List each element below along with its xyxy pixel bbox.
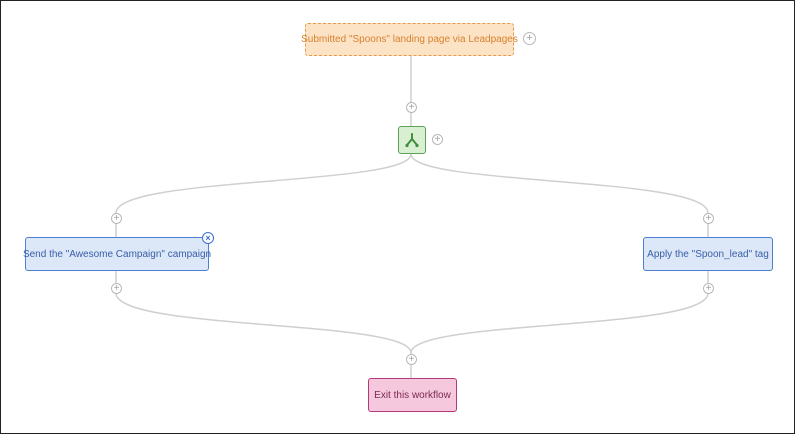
split-branch-icon (405, 133, 419, 148)
add-step-button-right-before[interactable]: + (703, 213, 714, 224)
action-node-send-campaign[interactable]: Send the "Awesome Campaign" campaign (22, 237, 212, 271)
action-left-label: Send the "Awesome Campaign" campaign (22, 248, 212, 260)
add-step-button-before-exit[interactable]: + (406, 354, 417, 365)
exit-node[interactable]: Exit this workflow (368, 378, 457, 412)
action-right-label: Apply the "Spoon_lead" tag (647, 248, 769, 260)
connector-left-to-exit (115, 271, 412, 378)
add-step-button-trigger[interactable]: + (523, 32, 536, 45)
trigger-label: Submitted "Spoons" landing page via Lead… (301, 34, 518, 45)
action-node-apply-tag[interactable]: Apply the "Spoon_lead" tag (643, 237, 773, 271)
connector-right-to-exit (410, 271, 709, 354)
remove-action-button[interactable]: × (202, 232, 214, 244)
add-step-button-right-after[interactable]: + (703, 283, 714, 294)
add-step-button-split[interactable]: + (432, 134, 443, 145)
exit-label: Exit this workflow (374, 389, 451, 401)
trigger-node[interactable]: Submitted "Spoons" landing page via Lead… (301, 23, 518, 56)
split-node[interactable] (398, 126, 426, 154)
add-step-button-left-before[interactable]: + (111, 213, 122, 224)
add-step-button-left-after[interactable]: + (111, 283, 122, 294)
connector-split-to-right (410, 153, 709, 237)
connector-split-to-left (115, 153, 412, 237)
add-step-button-before-split[interactable]: + (406, 102, 417, 113)
